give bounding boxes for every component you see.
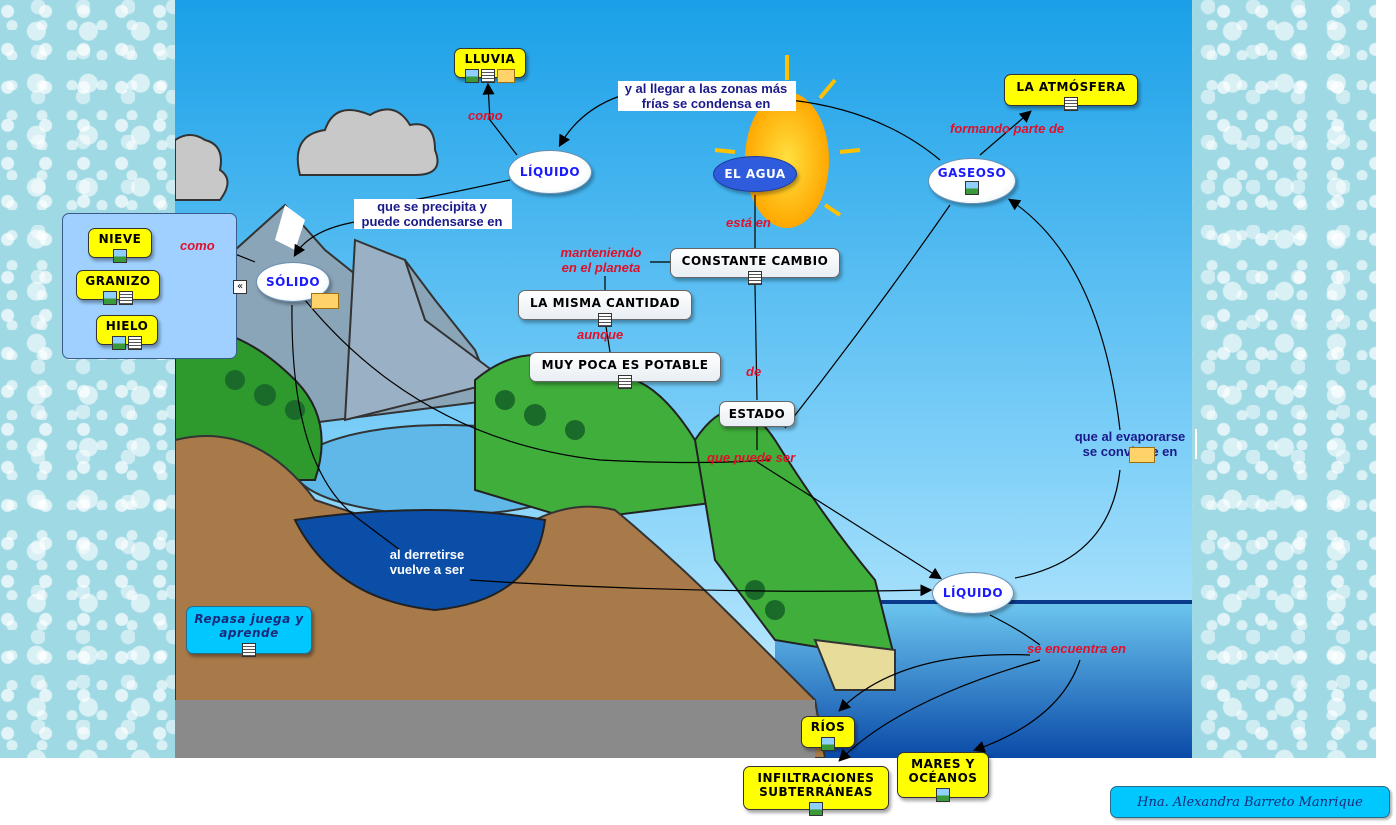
link-formando-parte: formando parte de xyxy=(950,121,1065,136)
link-como-left: como xyxy=(180,238,215,253)
image-icon[interactable] xyxy=(112,336,126,350)
node-gaseoso-label: GASEOSO xyxy=(937,166,1007,180)
node-la-misma-cantidad-label: LA MISMA CANTIDAD xyxy=(529,296,681,310)
node-mares[interactable]: MARES Y OCÉANOS xyxy=(897,752,989,802)
image-icon[interactable] xyxy=(113,249,127,263)
node-solido[interactable]: SÓLIDO xyxy=(256,262,330,302)
image-icon[interactable] xyxy=(965,181,979,195)
node-nieve[interactable]: NIEVE xyxy=(88,228,152,263)
link-como-top: como xyxy=(468,108,503,123)
image-icon[interactable] xyxy=(809,802,823,816)
node-la-atmosfera[interactable]: LA ATMÓSFERA xyxy=(1004,74,1138,111)
node-rios-label: RÍOS xyxy=(810,720,846,734)
collapse-button[interactable]: « xyxy=(233,280,247,294)
node-gaseoso[interactable]: GASEOSO xyxy=(928,158,1016,204)
node-rios[interactable]: RÍOS xyxy=(801,716,855,751)
document-icon[interactable] xyxy=(598,313,612,327)
link-y-al-llegar: y al llegar a las zonas más frías se con… xyxy=(618,81,796,111)
node-muy-poca[interactable]: MUY POCA ES POTABLE xyxy=(529,352,721,389)
node-constante-cambio[interactable]: CONSTANTE CAMBIO xyxy=(670,248,840,285)
document-icon[interactable] xyxy=(242,643,256,657)
node-el-agua[interactable]: EL AGUA xyxy=(713,156,797,192)
node-hielo[interactable]: HIELO xyxy=(96,315,158,350)
node-liquido-top[interactable]: LÍQUIDO xyxy=(508,150,592,194)
node-liquido-bottom-label: LÍQUIDO xyxy=(942,586,1004,600)
note-icon[interactable] xyxy=(1129,447,1155,463)
node-el-agua-label: EL AGUA xyxy=(724,167,786,181)
node-la-atmosfera-label: LA ATMÓSFERA xyxy=(1016,80,1126,94)
node-repasa-label: Repasa juega y aprende xyxy=(194,612,304,640)
author-signature: Hna. Alexandra Barreto Manrique xyxy=(1110,786,1390,818)
link-que-se-precipita: que se precipita y puede condensarse en xyxy=(354,199,512,229)
node-estado-label: ESTADO xyxy=(728,407,786,421)
document-icon[interactable] xyxy=(119,291,133,305)
link-aunque: aunque xyxy=(577,327,624,342)
node-la-misma-cantidad[interactable]: LA MISMA CANTIDAD xyxy=(518,290,692,327)
link-de: de xyxy=(746,364,762,379)
node-constante-cambio-label: CONSTANTE CAMBIO xyxy=(681,254,829,268)
document-icon[interactable] xyxy=(1064,97,1078,111)
link-esta-en: está en xyxy=(726,215,771,230)
link-manteniendo: manteniendo en el planeta xyxy=(560,245,642,275)
node-granizo-label: GRANIZO xyxy=(85,274,151,288)
node-muy-poca-label: MUY POCA ES POTABLE xyxy=(541,358,709,372)
node-repasa[interactable]: Repasa juega y aprende xyxy=(186,606,312,657)
link-al-derretirse: al derretirse vuelve a ser xyxy=(389,547,465,577)
author-name: Hna. Alexandra Barreto Manrique xyxy=(1137,794,1363,810)
link-que-puede-ser: que puede ser xyxy=(707,450,796,465)
link-se-encuentra-en: se encuentra en xyxy=(1027,641,1126,656)
document-icon[interactable] xyxy=(481,69,495,83)
node-lluvia-label: LLUVIA xyxy=(464,52,516,66)
node-lluvia[interactable]: LLUVIA xyxy=(454,48,526,83)
image-icon[interactable] xyxy=(465,69,479,83)
node-infiltraciones-label: INFILTRACIONES SUBTERRÁNEAS xyxy=(757,771,875,799)
node-granizo[interactable]: GRANIZO xyxy=(76,270,160,305)
note-icon[interactable] xyxy=(497,69,515,83)
image-icon[interactable] xyxy=(821,737,835,751)
document-icon[interactable] xyxy=(748,271,762,285)
node-mares-label: MARES Y OCÉANOS xyxy=(908,757,978,785)
node-solido-label: SÓLIDO xyxy=(265,275,321,289)
node-estado[interactable]: ESTADO xyxy=(719,401,795,427)
note-icon[interactable] xyxy=(311,293,339,309)
node-nieve-label: NIEVE xyxy=(98,232,142,246)
node-liquido-top-label: LÍQUIDO xyxy=(519,165,581,179)
node-liquido-bottom[interactable]: LÍQUIDO xyxy=(932,572,1014,614)
image-icon[interactable] xyxy=(936,788,950,802)
document-icon[interactable] xyxy=(128,336,142,350)
node-hielo-label: HIELO xyxy=(105,319,149,333)
image-icon[interactable] xyxy=(103,291,117,305)
document-icon[interactable] xyxy=(618,375,632,389)
node-infiltraciones[interactable]: INFILTRACIONES SUBTERRÁNEAS xyxy=(743,766,889,816)
